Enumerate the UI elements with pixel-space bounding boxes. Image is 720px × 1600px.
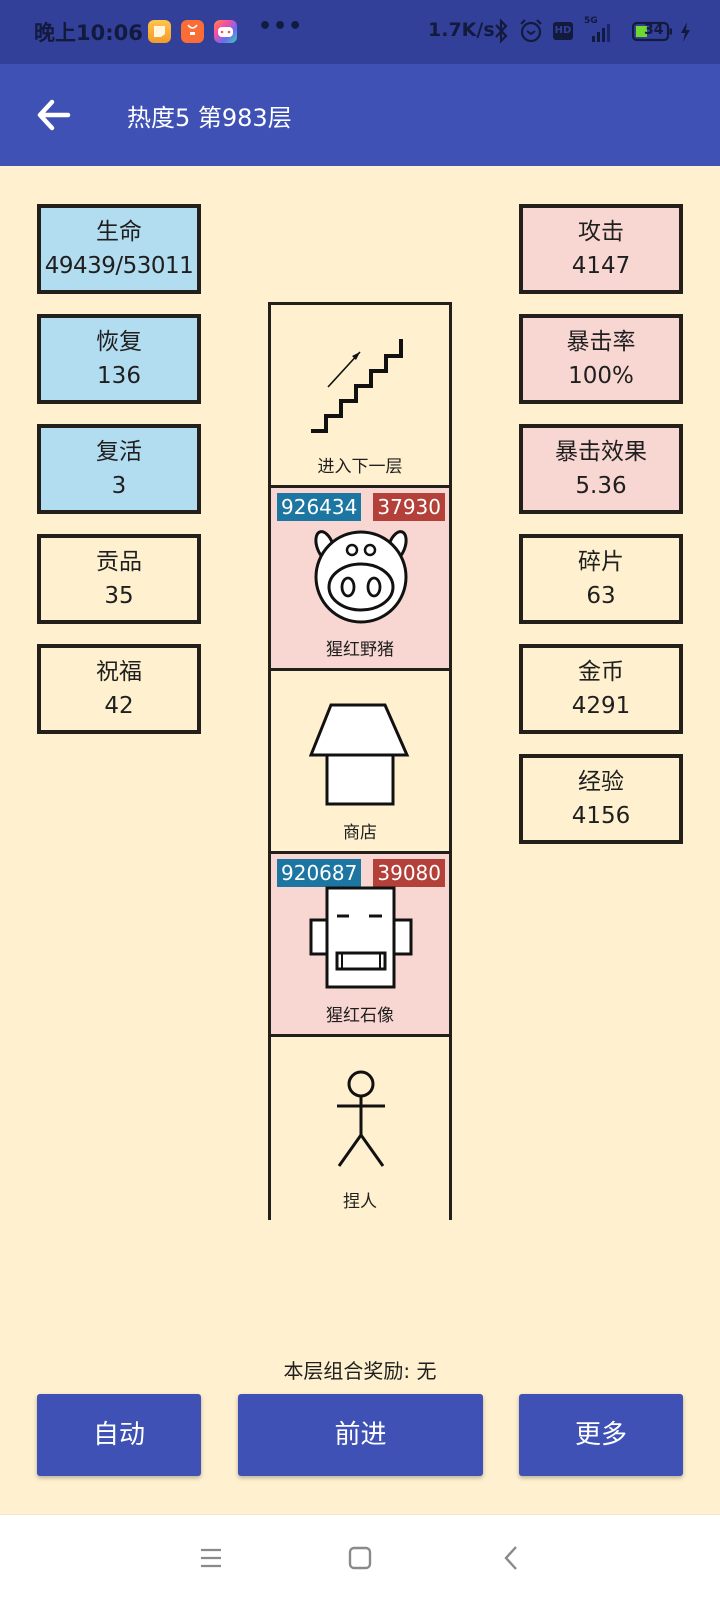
stat-label: 祝福 (96, 659, 142, 685)
more-button[interactable]: 更多 (519, 1394, 683, 1476)
stat-gold: 金币 4291 (519, 644, 683, 734)
stat-label: 经验 (578, 769, 624, 795)
stat-label: 碎片 (578, 549, 624, 575)
auto-button[interactable]: 自动 (37, 1394, 201, 1476)
charging-icon (679, 22, 691, 46)
arrow-left-icon (37, 99, 71, 131)
stat-crit-damage: 暴击效果 5.36 (519, 424, 683, 514)
stat-label: 恢复 (96, 329, 142, 355)
more-notifications-icon: ••• (258, 14, 304, 39)
notes-app-icon (148, 20, 171, 43)
stick-figure-icon (337, 1070, 385, 1167)
stat-label: 攻击 (578, 219, 624, 245)
cell-label: 捏人 (343, 1192, 377, 1212)
system-nav-bar (0, 1514, 720, 1600)
app-bar: 热度5 第983层 (0, 64, 720, 166)
cell-enemy-boar[interactable]: 926434 37930 猩红野猪 (271, 488, 449, 671)
stat-label: 暴击率 (566, 329, 636, 355)
hd-label: HD (554, 25, 572, 36)
stat-value: 35 (104, 583, 134, 609)
stat-label: 暴击效果 (555, 439, 647, 465)
stat-value: 100% (568, 363, 634, 389)
battery-level: 34 (644, 22, 664, 38)
stat-tribute: 贡品 35 (37, 534, 201, 624)
stat-attack: 攻击 4147 (519, 204, 683, 294)
stat-crit-rate: 暴击率 100% (519, 314, 683, 404)
enemy-attack-badge: 37930 (373, 493, 445, 521)
stat-revive: 复活 3 (37, 424, 201, 514)
enemy-attack-badge: 39080 (373, 859, 445, 887)
home-button[interactable] (340, 1543, 380, 1573)
cell-enemy-statue[interactable]: 920687 39080 猩红石像 (271, 854, 449, 1037)
stat-fragments: 碎片 63 (519, 534, 683, 624)
cell-label: 猩红石像 (326, 1006, 394, 1026)
forward-button[interactable]: 前进 (238, 1394, 483, 1476)
network-speed: 1.7K/s (428, 19, 495, 41)
enemy-hp-badge: 920687 (277, 859, 362, 887)
cell-next-floor[interactable]: 进入下一层 (271, 305, 449, 488)
shop-house-icon (309, 703, 410, 806)
stairs-up-icon (311, 339, 403, 433)
stat-value: 42 (104, 693, 134, 719)
recent-apps-button[interactable] (191, 1543, 231, 1573)
status-bar: 晚上10:06 ••• 1.7K/s HD 5G 34 (0, 0, 720, 64)
stat-value: 4291 (571, 693, 631, 719)
system-back-button[interactable] (492, 1543, 532, 1573)
game-app-icon (214, 20, 237, 43)
menu-icon (201, 1548, 221, 1568)
stat-label: 金币 (578, 659, 624, 685)
stat-label: 贡品 (96, 549, 142, 575)
signal-5g-icon: 5G (582, 16, 614, 50)
stat-value: 4147 (571, 253, 631, 279)
cell-shop[interactable]: 商店 (271, 671, 449, 854)
combo-bonus-text: 本层组合奖励: 无 (283, 1359, 437, 1383)
stat-value: 5.36 (575, 473, 627, 499)
stat-value: 4156 (571, 803, 631, 829)
network-label: 5G (584, 16, 598, 26)
home-square-icon (348, 1546, 372, 1570)
back-button[interactable] (30, 94, 80, 136)
back-chevron-icon (504, 1546, 517, 1570)
shop-app-icon (181, 20, 204, 43)
bluetooth-icon (494, 18, 508, 48)
page-title: 热度5 第983层 (127, 104, 292, 132)
stat-value: 49439/53011 (44, 253, 194, 279)
hd-icon: HD (553, 22, 573, 40)
cell-label: 进入下一层 (317, 457, 403, 477)
stat-label: 生命 (96, 219, 142, 245)
alarm-icon (518, 18, 544, 48)
cell-player[interactable]: 捏人 (271, 1037, 449, 1220)
floor-column: 进入下一层 926434 37930 猩红野猪 商店 920687 39080 (268, 302, 452, 1220)
status-time: 晚上10:06 (34, 21, 143, 45)
stat-value: 63 (586, 583, 616, 609)
cell-label: 猩红野猪 (326, 640, 394, 660)
stat-hp: 生命 49439/53011 (37, 204, 201, 294)
stat-value: 136 (97, 363, 141, 389)
boar-icon (314, 530, 408, 624)
stat-experience: 经验 4156 (519, 754, 683, 844)
cell-label: 商店 (343, 823, 377, 843)
stat-value: 3 (111, 473, 127, 499)
stat-blessing: 祝福 42 (37, 644, 201, 734)
enemy-hp-badge: 926434 (277, 493, 362, 521)
stat-regen: 恢复 136 (37, 314, 201, 404)
stone-statue-icon (309, 886, 413, 989)
stat-label: 复活 (96, 439, 142, 465)
battery-icon: 34 (631, 21, 674, 47)
